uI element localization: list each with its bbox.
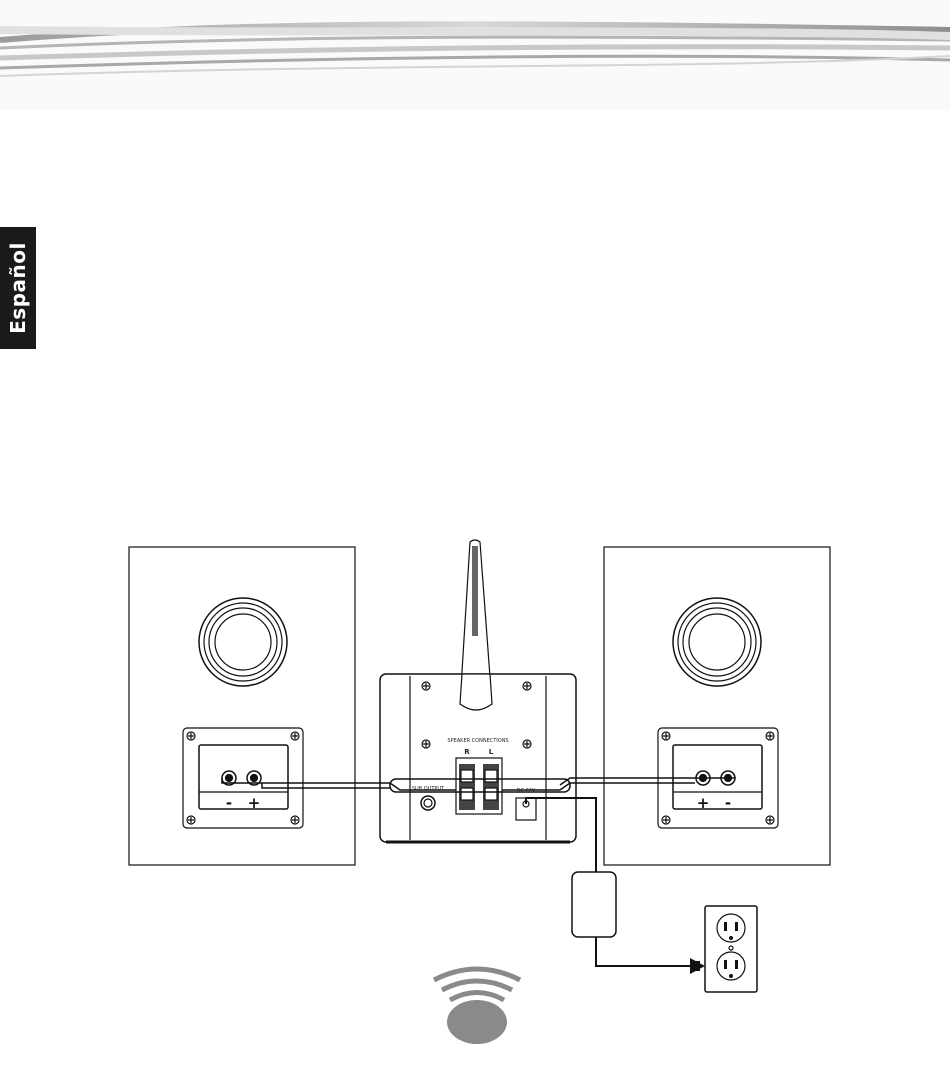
right-polarity-negative: - (725, 794, 731, 812)
receiver-unit (380, 674, 576, 842)
left-speaker-driver (199, 598, 287, 686)
speaker-terminal-block (456, 758, 502, 814)
left-speaker (129, 547, 355, 865)
right-speaker (604, 547, 830, 865)
left-terminal-plate (183, 728, 303, 828)
right-speaker-driver (673, 598, 761, 686)
left-plate-screws (187, 732, 299, 824)
power-adapter-icon (572, 872, 616, 937)
speaker-connections-label: SPEAKER CONNECTIONS (447, 738, 508, 744)
power-plug (690, 961, 700, 971)
wireless-signal-icon (434, 969, 520, 1044)
channel-l-label: L (489, 748, 494, 756)
sub-output-label: SUB OUTPUT (412, 786, 445, 792)
left-polarity-positive: + (248, 794, 261, 812)
right-polarity-positive: + (697, 794, 710, 812)
channel-r-label: R (464, 748, 470, 756)
left-polarity-negative: - (226, 794, 232, 812)
wall-outlet-icon (705, 906, 757, 992)
dc-input-label: DC 22V (517, 788, 536, 794)
